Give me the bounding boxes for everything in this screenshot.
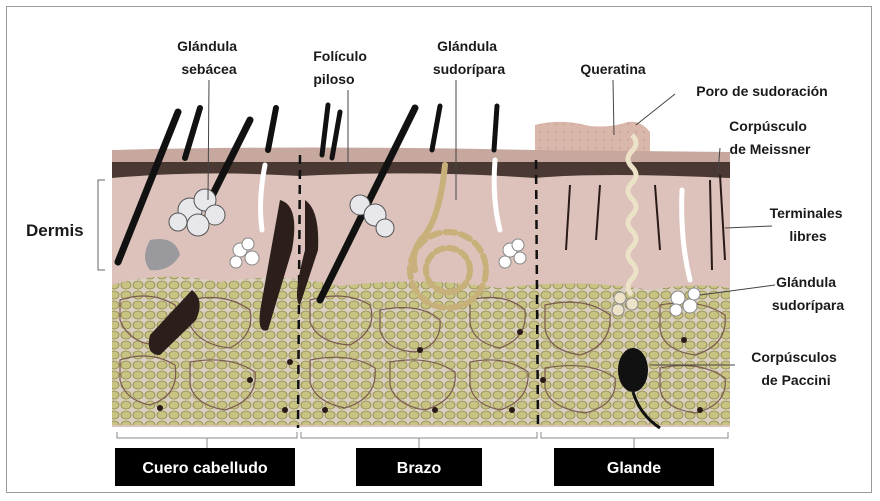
svg-text:Cuero cabelludo: Cuero cabelludo — [142, 460, 268, 477]
svg-text:Glande: Glande — [607, 460, 661, 477]
label-corpusculos-paccini: Corpúsculos de Paccini — [751, 349, 840, 388]
label-glandula-sudoripara-top: Glándula sudorípara — [433, 38, 506, 77]
label-corpusculo-meissner: Corpúsculo de Meissner — [729, 118, 811, 157]
dermis-bracket — [98, 180, 105, 270]
label-queratina: Queratina — [580, 61, 646, 77]
region-label-brazo: Brazo — [356, 448, 482, 486]
label-glandula-sebacea: Glándula sebácea — [177, 38, 241, 77]
region-label-cuero-cabelludo: Cuero cabelludo — [115, 448, 295, 486]
label-poro: Poro de sudoración — [696, 83, 827, 99]
dermis-label: Dermis — [26, 221, 84, 240]
svg-text:Brazo: Brazo — [397, 460, 442, 477]
label-terminales-libres: Terminales libres — [770, 205, 847, 244]
pacinian-corpuscle — [618, 348, 648, 392]
label-foliculo-piloso: Folículo piloso — [313, 48, 371, 87]
label-glandula-sudoripara-right: Glándula sudorípara — [772, 274, 845, 313]
region-label-glande: Glande — [554, 448, 714, 486]
region-brackets — [117, 432, 728, 448]
